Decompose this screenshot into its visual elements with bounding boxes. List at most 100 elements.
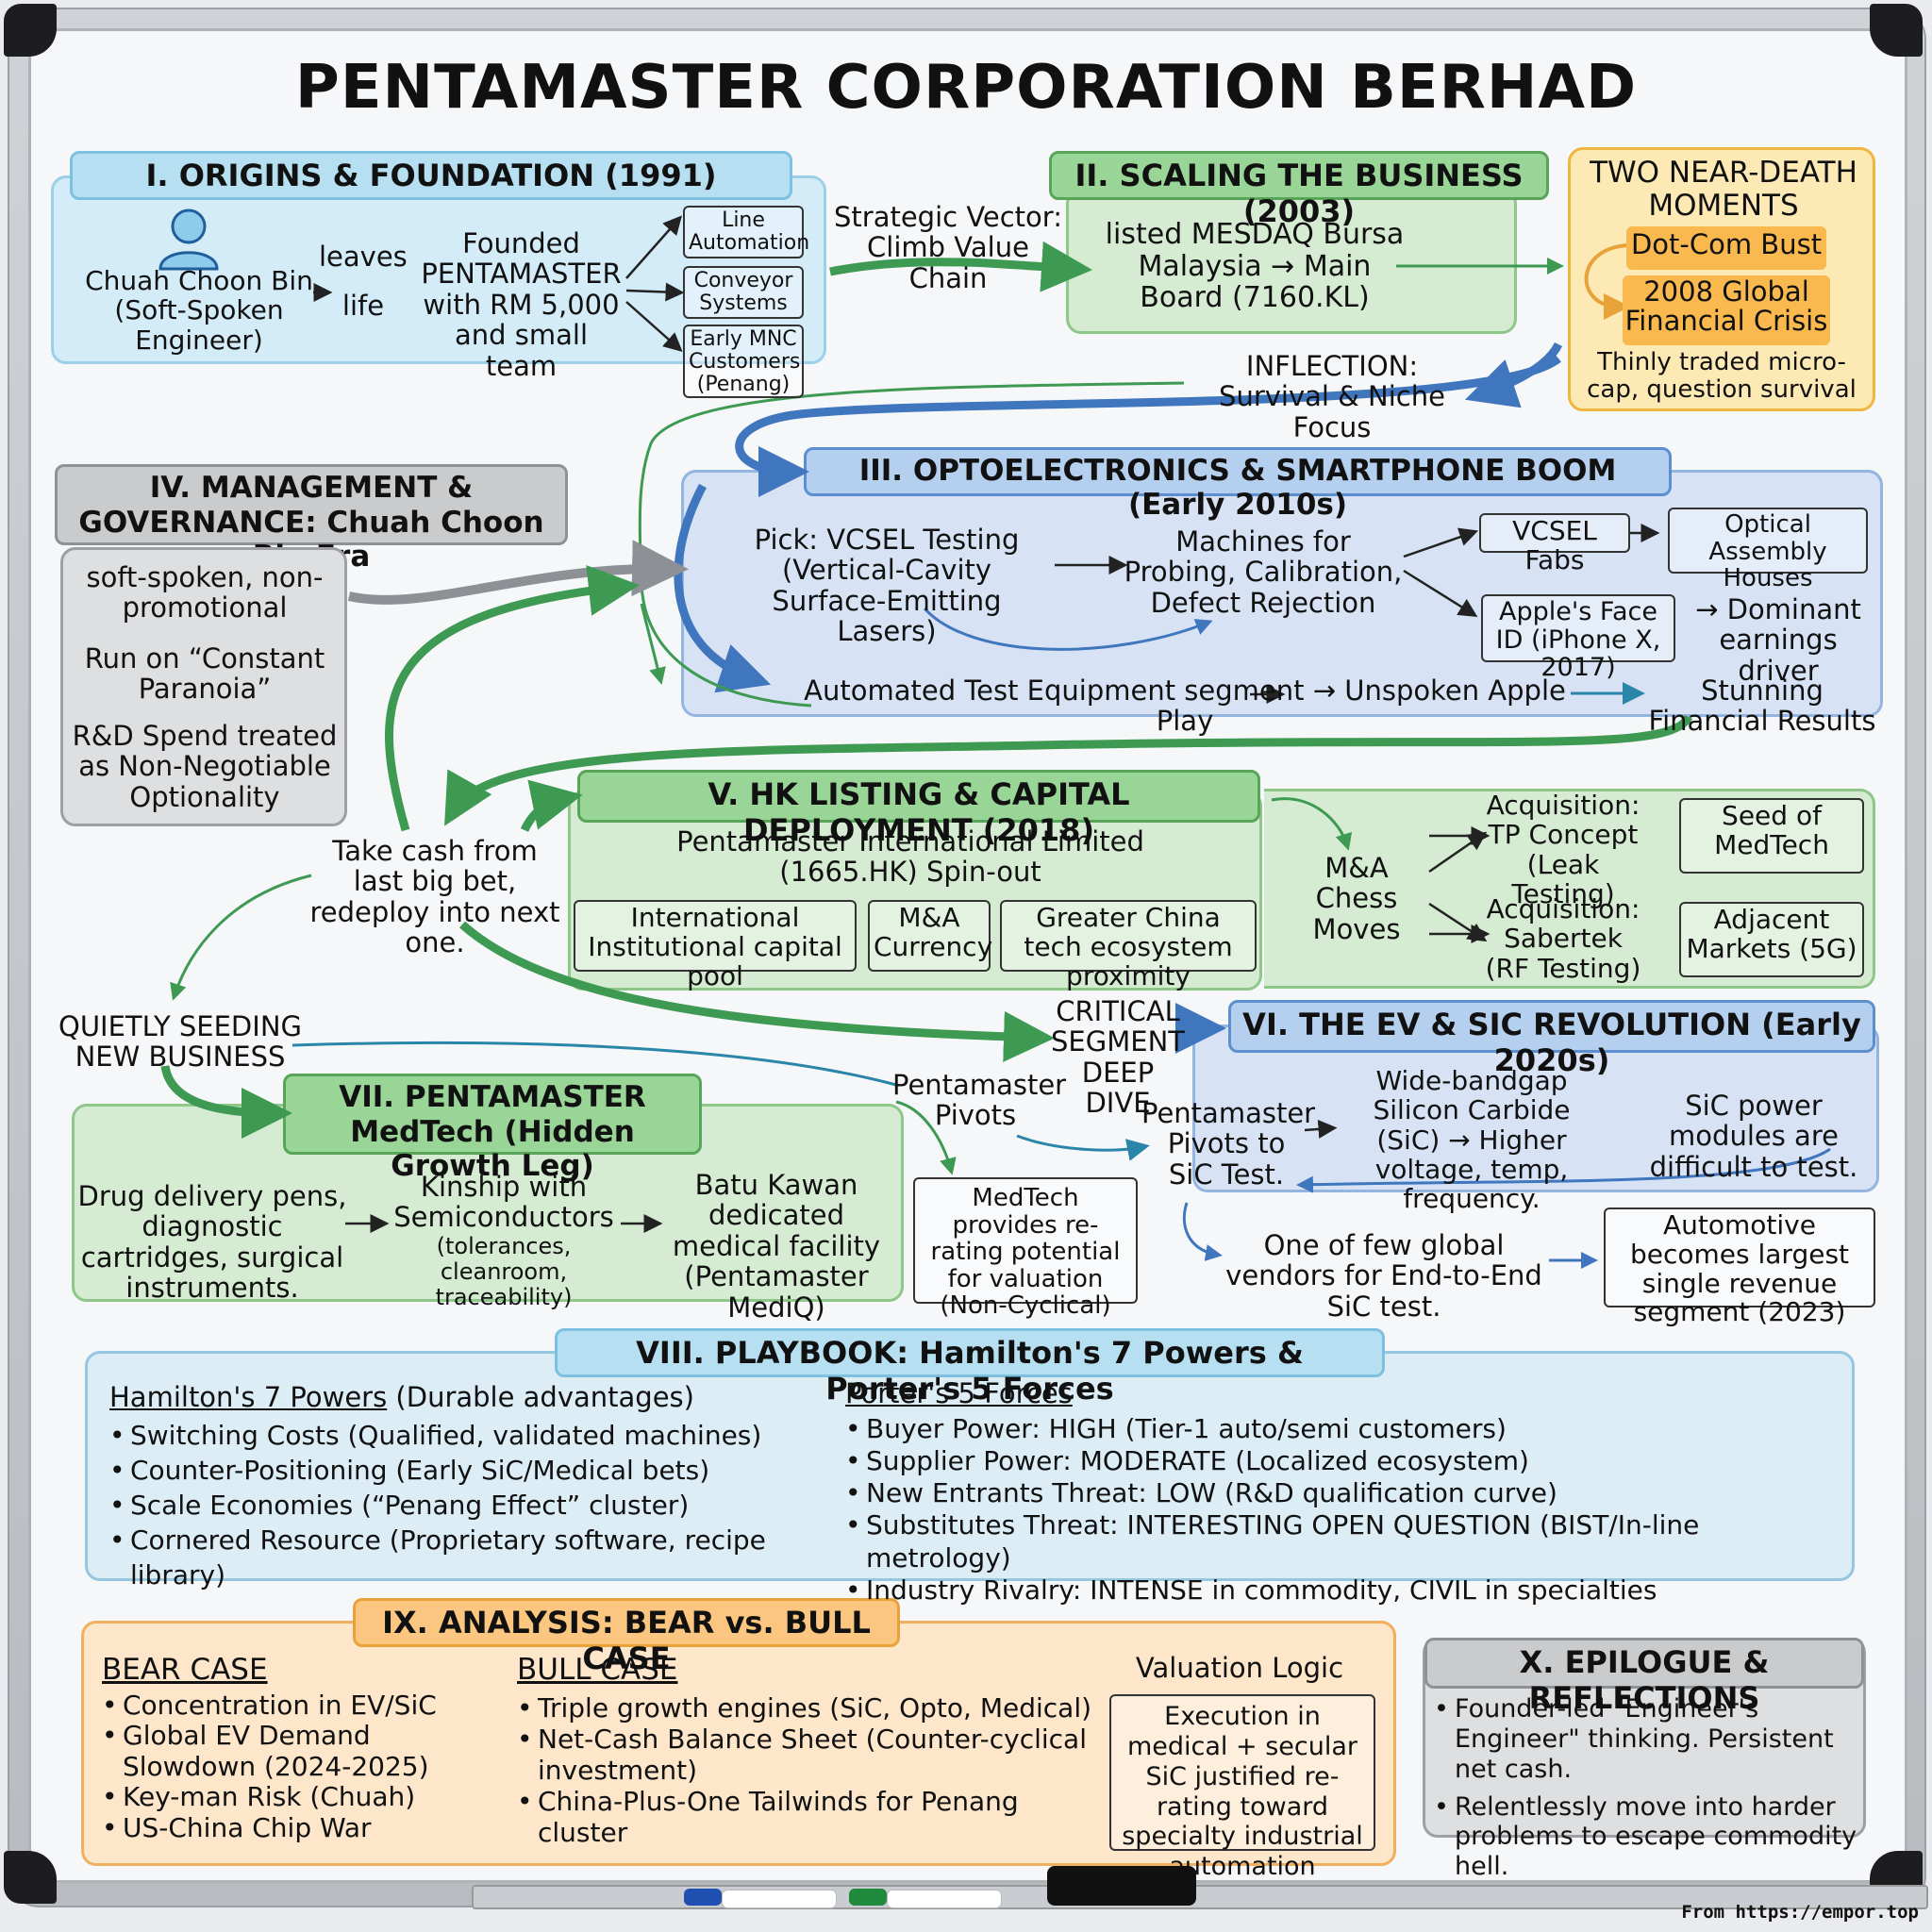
ma-currency-box: M&A Currency bbox=[868, 900, 992, 972]
hamilton-title: Hamilton's 7 Powers (Durable advantages) bbox=[109, 1381, 826, 1413]
acq-sabertek: Acquisition: Sabertek (RF Testing) bbox=[1485, 893, 1641, 984]
list-item: Triple growth engines (SiC, Opto, Medica… bbox=[517, 1692, 1102, 1724]
hamilton-title-text: Hamilton's 7 Powers bbox=[109, 1381, 388, 1413]
opto-header: III. OPTOELECTRONICS & SMARTPHONE BOOM (… bbox=[804, 447, 1672, 522]
frame-corner bbox=[1870, 4, 1923, 57]
blue-marker bbox=[684, 1889, 722, 1906]
global-vendors: One of few global vendors for End-to-End… bbox=[1225, 1229, 1542, 1323]
list-item: Buyer Power: HIGH (Tier-1 auto/semi cust… bbox=[845, 1413, 1845, 1445]
pentamaster-pivots: Pentamaster Pivots bbox=[892, 1069, 1067, 1132]
gov-line-1: soft-spoken, non-promotional bbox=[86, 561, 324, 625]
seed-medtech-box: Seed of MedTech bbox=[1679, 798, 1864, 874]
list-item: Global EV Demand Slowdown (2024-2025) bbox=[102, 1721, 498, 1782]
take-cash-text: Take cash from last big bet, redeploy in… bbox=[309, 835, 560, 959]
eraser bbox=[1047, 1866, 1196, 1906]
bull-list: Triple growth engines (SiC, Opto, Medica… bbox=[517, 1692, 1102, 1848]
bear-list: Concentration in EV/SiC Global EV Demand… bbox=[102, 1690, 498, 1844]
leaves-label: leaves bbox=[319, 241, 408, 273]
stunning-results: Stunning Financial Results bbox=[1648, 675, 1876, 738]
acq-tp-concept: Acquisition: TP Concept (Leak Testing) bbox=[1486, 790, 1641, 910]
vcsel-pick: Pick: VCSEL Testing (Vertical-Cavity Sur… bbox=[754, 524, 1020, 648]
frame-corner bbox=[4, 4, 57, 57]
porter-title: Porter's 5 Forces bbox=[845, 1377, 1073, 1409]
dominant-driver: → Dominant earnings driver bbox=[1695, 593, 1861, 687]
ate-segment: Automated Test Equipment segment → Unspo… bbox=[804, 675, 1566, 738]
origins-header: I. ORIGINS & FOUNDATION (1991) bbox=[70, 151, 792, 200]
list-item: Scale Economies (“Penang Effect” cluster… bbox=[109, 1489, 826, 1524]
face-id-box: Apple's Face ID (iPhone X, 2017) bbox=[1481, 594, 1675, 682]
line-automation-box: Line Automation bbox=[683, 206, 809, 258]
kinship-title: Kinship with Semiconductors bbox=[393, 1171, 614, 1234]
critical-deep-dive: CRITICAL SEGMENT DEEP DIVE bbox=[1051, 995, 1185, 1120]
medtech-header: VII. PENTAMASTER MedTech (Hidden Growth … bbox=[283, 1074, 702, 1183]
scaling-header: II. SCALING THE BUSINESS (2003) bbox=[1049, 151, 1549, 229]
marker-body bbox=[722, 1890, 837, 1908]
early-mnc-box: Early MNC Customers (Penang) bbox=[683, 325, 804, 398]
list-item: Switching Costs (Qualified, validated ma… bbox=[109, 1419, 826, 1454]
founder-name: Chuah Choon Bin (Soft-Spoken Engineer) bbox=[85, 265, 313, 356]
kinship-sub: (tolerances, cleanroom, traceability) bbox=[435, 1233, 573, 1310]
epilogue-header: X. EPILOGUE & REFLECTIONS bbox=[1424, 1638, 1864, 1716]
listing-text: listed MESDAQ Bursa Malaysia → Main Boar… bbox=[1105, 218, 1405, 315]
drug-delivery: Drug delivery pens, diagnostic cartridge… bbox=[77, 1180, 347, 1305]
list-item: US-China Chip War bbox=[102, 1812, 498, 1844]
batu-kawan: Batu Kawan dedicated medical facility (P… bbox=[672, 1169, 881, 1324]
founded-text: Founded PENTAMASTER with RM 5,000 and sm… bbox=[421, 227, 622, 382]
sic-difficult: SiC power modules are difficult to test. bbox=[1649, 1090, 1858, 1183]
gfc-tag: 2008 Global Financial Crisis bbox=[1623, 275, 1830, 345]
frame-corner bbox=[4, 1851, 57, 1904]
ev-header: VI. THE EV & SIC REVOLUTION (Early 2020s… bbox=[1228, 1000, 1875, 1078]
dot-com-tag: Dot-Com Bust bbox=[1626, 226, 1826, 270]
machines-text: Machines for Probing, Calibration, Defec… bbox=[1124, 525, 1403, 619]
mna-chess: M&A Chess Moves bbox=[1312, 852, 1401, 945]
list-item: China-Plus-One Tailwinds for Penang clus… bbox=[517, 1786, 1102, 1848]
list-item: Founder-led "Engineer's Engineer" thinki… bbox=[1434, 1694, 1858, 1785]
valuation-title: Valuation Logic bbox=[1135, 1652, 1344, 1684]
capital-pool-box: International Institutional capital pool bbox=[574, 900, 857, 990]
adjacent-markets-box: Adjacent Markets (5G) bbox=[1679, 902, 1864, 977]
hamilton-sub: (Durable advantages) bbox=[387, 1381, 694, 1413]
list-item: Substitutes Threat: INTERESTING OPEN QUE… bbox=[845, 1509, 1845, 1574]
green-marker bbox=[849, 1889, 887, 1906]
list-item: Supplier Power: MODERATE (Localized ecos… bbox=[845, 1445, 1845, 1477]
playbook-header: VIII. PLAYBOOK: Hamilton's 7 Powers & Po… bbox=[555, 1328, 1385, 1407]
page-title: PENTAMASTER CORPORATION BERHAD bbox=[294, 53, 1638, 123]
source-credit: From https://empor.top bbox=[1681, 1902, 1919, 1923]
hamilton-list: Switching Costs (Qualified, validated ma… bbox=[109, 1419, 826, 1593]
bull-title: BULL CASE bbox=[517, 1653, 678, 1687]
near-death-body: Thinly traded micro-cap, question surviv… bbox=[1587, 348, 1857, 405]
list-item: Relentlessly move into harder problems t… bbox=[1434, 1792, 1858, 1883]
bear-title: BEAR CASE bbox=[102, 1653, 268, 1687]
near-death-title: TWO NEAR-DEATH MOMENTS bbox=[1590, 156, 1857, 223]
mna-panel bbox=[1264, 789, 1875, 989]
porter-list: Buyer Power: HIGH (Tier-1 auto/semi cust… bbox=[845, 1413, 1845, 1607]
greater-china-box: Greater China tech ecosystem proximity bbox=[1000, 900, 1257, 990]
valuation-box: Execution in medical + secular SiC justi… bbox=[1109, 1694, 1375, 1881]
list-item: New Entrants Threat: LOW (R&D qualificat… bbox=[845, 1477, 1845, 1509]
conveyor-systems-box: Conveyor Systems bbox=[683, 266, 804, 319]
gov-line-3: R&D Spend treated as Non-Negotiable Opti… bbox=[72, 720, 338, 813]
analysis-header: IX. ANALYSIS: BEAR vs. BULL CASE bbox=[353, 1598, 900, 1676]
list-item: Counter-Positioning (Early SiC/Medical b… bbox=[109, 1454, 826, 1489]
governance-panel bbox=[60, 547, 347, 826]
hk-header: V. HK LISTING & CAPITAL DEPLOYMENT (2018… bbox=[577, 770, 1260, 848]
spinout-text: Pentamaster International Limited (1665.… bbox=[676, 825, 1144, 889]
epilogue-list: Founder-led "Engineer's Engineer" thinki… bbox=[1434, 1694, 1858, 1882]
life-label: life bbox=[341, 290, 385, 322]
vcsel-fabs-box: VCSEL Fabs bbox=[1479, 513, 1630, 575]
list-item: Cornered Resource (Proprietary software,… bbox=[109, 1524, 826, 1593]
list-item: Industry Rivalry: INTENSE in commodity, … bbox=[845, 1574, 1845, 1607]
pivots-to-sic: Pentamaster Pivots to SiC Test. bbox=[1141, 1097, 1316, 1191]
optical-assembly-box: Optical Assembly Houses bbox=[1668, 508, 1868, 591]
marker-body bbox=[887, 1890, 1002, 1908]
quietly-seeding: QUIETLY SEEDING NEW BUSINESS bbox=[58, 1010, 302, 1074]
automotive-box: Automotive becomes largest single revenu… bbox=[1604, 1208, 1875, 1326]
rerating-box: MedTech provides re-rating potential for… bbox=[913, 1177, 1138, 1320]
list-item: Net-Cash Balance Sheet (Counter-cyclical… bbox=[517, 1724, 1102, 1786]
governance-header: IV. MANAGEMENT & GOVERNANCE: Chuah Choon… bbox=[55, 464, 568, 574]
inflection-text: INFLECTION: Survival & Niche Focus bbox=[1219, 350, 1445, 443]
wide-bandgap: Wide-bandgap Silicon Carbide (SiC) → Hig… bbox=[1373, 1065, 1571, 1215]
strategic-vector: Strategic Vector: Climb Value Chain bbox=[834, 201, 1062, 294]
gov-line-2: Run on “Constant Paranoia” bbox=[84, 642, 325, 706]
list-item: Key-man Risk (Chuah) bbox=[102, 1781, 498, 1813]
